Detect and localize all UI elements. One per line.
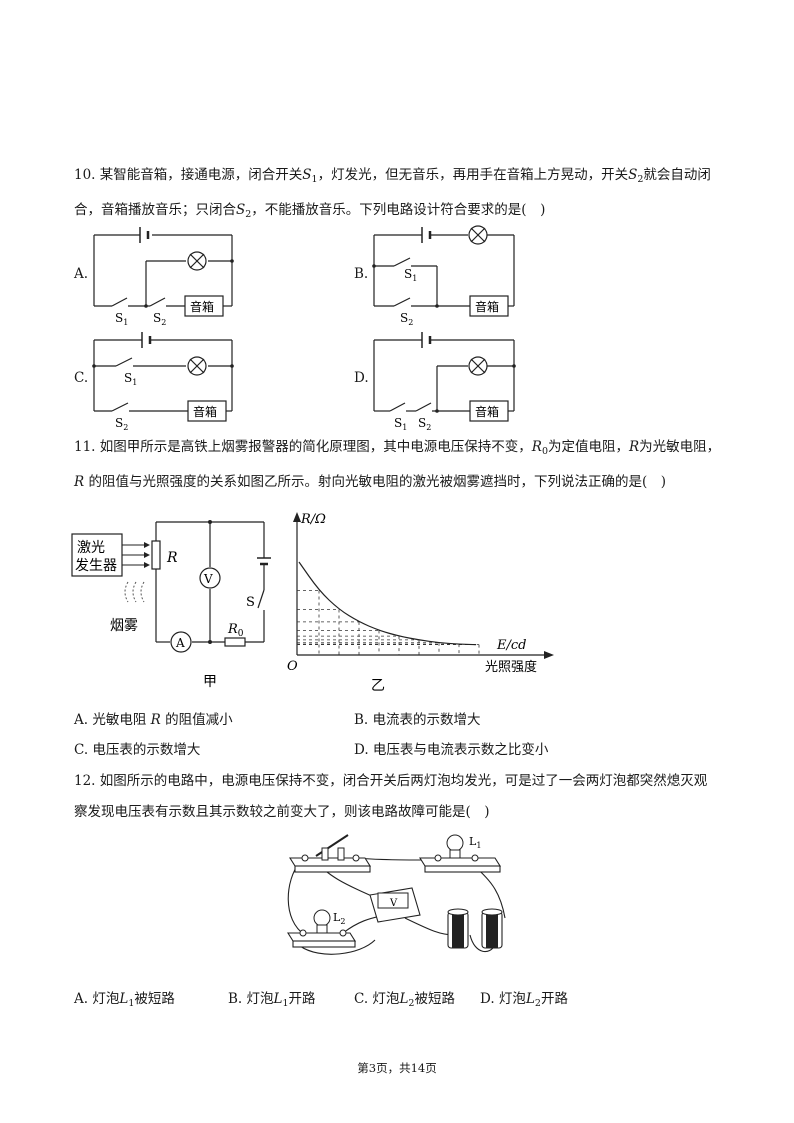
junction — [230, 259, 234, 263]
b-switch-label: S2 — [400, 311, 413, 327]
junction — [435, 304, 439, 308]
a-switch-label: S1 — [115, 311, 128, 327]
d-switch-label: S1 — [394, 416, 407, 432]
junction — [435, 409, 439, 413]
question-10-stem: 10. 某智能音箱，接通电源，闭合开关S1，灯发光，但无音乐，再用手在音箱上方晃… — [74, 167, 711, 220]
q10-option-a-label[interactable]: A. — [74, 266, 89, 282]
junction — [92, 364, 96, 368]
q12-option-d[interactable]: D. 灯泡L2开路 — [480, 991, 568, 1009]
d-speaker-label: 音箱 — [475, 404, 499, 419]
d-switch-label: S2 — [418, 416, 431, 432]
b-switch-label: S1 — [404, 267, 417, 283]
circuit-a — [93, 227, 233, 317]
q12-option-c[interactable]: C. 灯泡L2被短路 — [354, 991, 455, 1009]
circuit-b — [373, 225, 515, 317]
a-switch-label: S2 — [153, 311, 166, 327]
question-12-stem: 12. 如图所示的电路中，电源电压保持不变，闭合开关后两灯泡均发光，可是过了一会… — [74, 773, 708, 820]
c-switch-label: S2 — [115, 416, 128, 432]
junction — [230, 364, 234, 368]
circuit-c — [93, 332, 233, 422]
q12-option-b[interactable]: B. 灯泡L1开路 — [228, 991, 316, 1009]
q10-option-c-label[interactable]: C. — [74, 370, 89, 386]
q11-option-c[interactable]: C. 电压表的示数增大 — [74, 742, 201, 758]
q11-option-a[interactable]: A. 光敏电阻 R 的阻值减小 — [74, 712, 233, 728]
page-footer: 第3页，共14页 — [357, 1061, 437, 1075]
a-speaker-label: 音箱 — [190, 299, 214, 314]
junction — [372, 264, 376, 268]
question-11-stem: 11. 如图甲所示是高铁上烟雾报警器的简化原理图，其中电源电压保持不变，R0为定… — [74, 439, 721, 490]
c-switch-label: S1 — [124, 371, 137, 387]
junction — [512, 364, 516, 368]
q11-option-b[interactable]: B. 电流表的示数增大 — [354, 712, 481, 728]
q11-option-d[interactable]: D. 电压表与电流表示数之比变小 — [354, 742, 549, 758]
circuit-d — [373, 332, 515, 422]
c-speaker-label: 音箱 — [193, 404, 217, 419]
b-speaker-label: 音箱 — [475, 299, 499, 314]
q10-option-d-label[interactable]: D. — [354, 370, 369, 386]
junction — [144, 304, 148, 308]
q12-option-a[interactable]: A. 灯泡L1被短路 — [74, 991, 175, 1009]
q10-option-b-label[interactable]: B. — [354, 266, 369, 282]
